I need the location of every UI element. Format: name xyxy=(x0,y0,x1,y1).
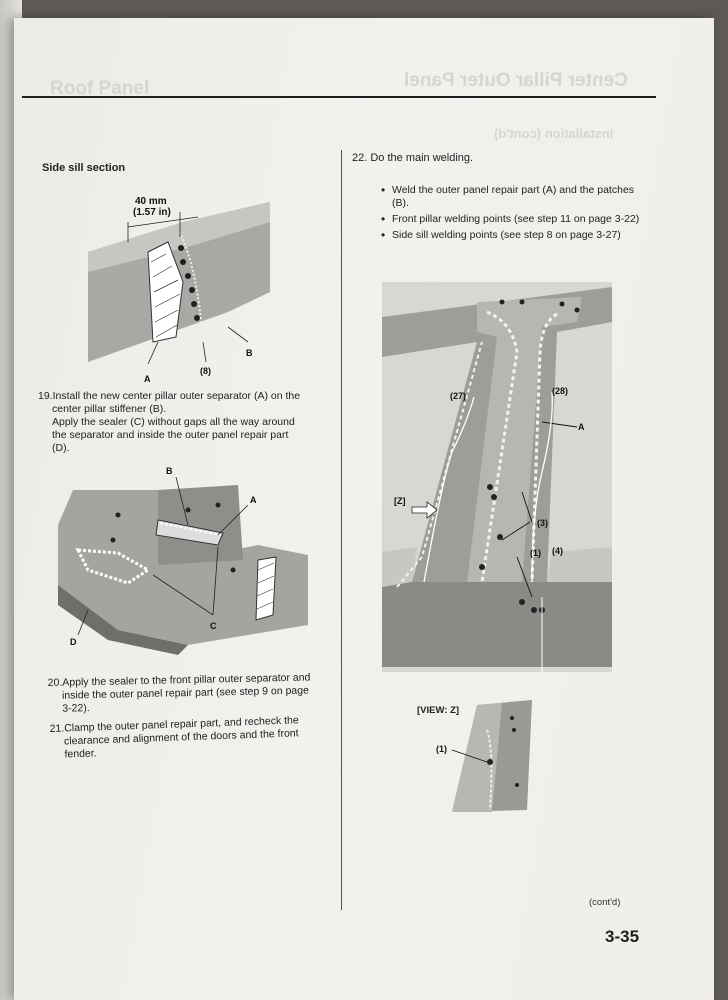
sill-cut xyxy=(255,556,277,621)
fig3-label-28: (28) xyxy=(552,386,568,396)
bullet-3: Side sill welding points (see step 8 on … xyxy=(381,229,640,242)
side-sill-section-figure: 40 mm (1.57 in) (8) A B xyxy=(88,196,270,384)
step-19-number: 19. xyxy=(38,390,53,402)
page-number: 3-35 xyxy=(605,927,640,946)
sealer-bead-1 xyxy=(75,548,151,585)
step-19-line1: Install the new center pillar outer sepa… xyxy=(52,390,301,402)
right-glass xyxy=(547,547,612,582)
step-19-line4: the separator and inside the outer panel… xyxy=(52,429,289,441)
step-22-bullets: Weld the outer panel repair part (A) and… xyxy=(380,184,640,245)
step-20: 20.Apply the sealer to the front pillar … xyxy=(48,671,334,716)
header-left-title: Roof Panel xyxy=(50,78,150,99)
pillar-center xyxy=(467,297,582,582)
step-19-line2: center pillar stiffener (B). xyxy=(52,403,167,415)
column-divider xyxy=(341,150,342,910)
pillar-body xyxy=(58,490,308,645)
weld-dots xyxy=(479,299,580,613)
sill-top-face xyxy=(88,202,270,272)
fig2-label-b: B xyxy=(166,466,173,476)
view-z-title: [VIEW: Z] xyxy=(417,705,460,716)
weld-line-left xyxy=(480,310,519,583)
step-19: 19.Install the new center pillar outer s… xyxy=(38,390,333,455)
fig3-label-3: (3) xyxy=(537,518,548,528)
dim-in-label: (1.57 in) xyxy=(133,207,171,218)
fig3-label-a: A xyxy=(578,422,585,432)
continued-label: (cont'd) xyxy=(589,897,621,908)
stiffener xyxy=(158,485,243,565)
separator-install-figure: B A C D xyxy=(58,466,308,655)
view-z-figure: (1) xyxy=(436,700,532,812)
center-pillar-welding-figure: (27) (28) A [Z] (3) (1) (4) xyxy=(382,282,612,672)
header-subtitle: Installation (cont'd) xyxy=(494,126,614,141)
side-sill xyxy=(382,582,612,667)
section-title: Side sill section xyxy=(42,162,126,174)
fig2-label-a: A xyxy=(250,495,257,505)
step-21-number: 21. xyxy=(49,722,65,735)
step-19-line5: (D). xyxy=(52,442,70,454)
view-z-arrow xyxy=(411,501,438,519)
label-8: (8) xyxy=(200,366,211,376)
step-19-line3: Apply the sealer (C) without gaps all th… xyxy=(52,416,295,428)
fig3-label-27: (27) xyxy=(450,391,466,401)
header-rule xyxy=(22,96,656,98)
label-a: A xyxy=(144,374,151,384)
fig2-label-d: D xyxy=(70,637,77,647)
bullet-2: Front pillar welding points (see step 11… xyxy=(381,213,640,226)
label-b: B xyxy=(246,348,253,358)
bullet-1: Weld the outer panel repair part (A) and… xyxy=(381,184,640,210)
fig3-label-z: [Z] xyxy=(394,496,406,506)
outer-separator xyxy=(155,519,224,546)
step-20-number: 20. xyxy=(47,676,63,689)
cut-section xyxy=(147,241,184,343)
header-right-title: Center Pillar Outer Panel xyxy=(404,70,628,91)
view-z-label-1: (1) xyxy=(436,744,447,754)
dim-mm-label: 40 mm xyxy=(135,196,167,207)
fig3-label-4: (4) xyxy=(552,546,563,556)
fig2-label-c: C xyxy=(210,621,217,631)
left-glass xyxy=(382,547,417,587)
weld-points xyxy=(178,245,200,321)
step-22-title: 22. Do the main welding. xyxy=(352,152,474,164)
fig3-label-1: (1) xyxy=(530,548,541,558)
weld-line-right xyxy=(530,312,558,583)
